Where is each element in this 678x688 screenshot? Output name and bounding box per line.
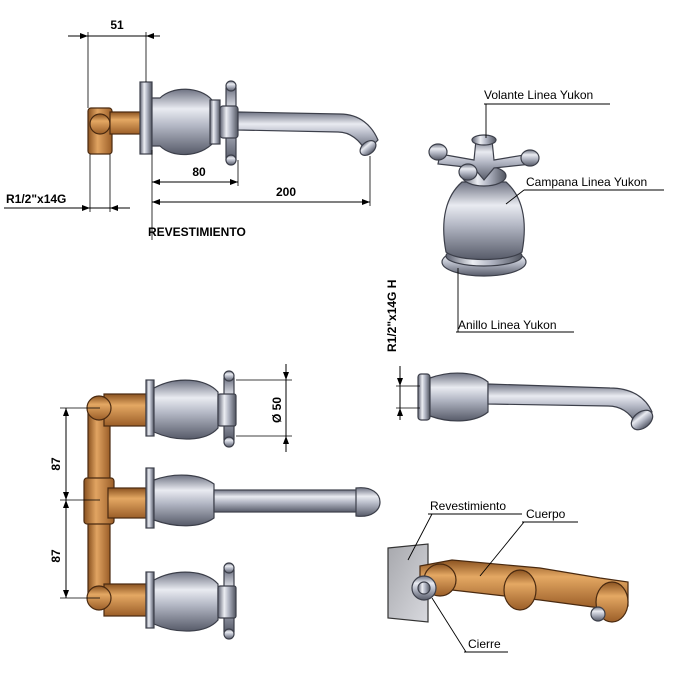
dim-arrow — [230, 179, 238, 185]
volante-label: Volante Linea Yukon — [484, 88, 593, 102]
faucet-bulb-side — [151, 88, 215, 156]
thread-label-vertical: R1/2"x14G H — [385, 280, 399, 352]
collar-side — [209, 99, 221, 145]
handle-detail: Volante Linea Yukon Campana Linea Yukon … — [428, 88, 664, 333]
dim-arrow — [80, 33, 88, 39]
dim-50-label: Ø 50 — [270, 397, 284, 423]
dim-arrow — [397, 408, 403, 416]
handle-knob-front — [458, 163, 478, 181]
leader-campana — [505, 189, 525, 205]
dim-arrow — [63, 492, 69, 500]
handle-knob-top — [225, 80, 237, 92]
copper-fitting-side — [89, 113, 111, 135]
valve-flange-bottom — [145, 571, 155, 629]
valve-hub-top — [217, 393, 237, 427]
valve-knob-top-b — [223, 436, 235, 448]
campana-label: Campana Linea Yukon — [526, 175, 647, 189]
handle-arms — [437, 139, 533, 181]
cierre-cartridge-right — [590, 606, 606, 622]
cierre-label: Cierre — [468, 637, 501, 651]
cuerpo-port-middle — [503, 569, 537, 611]
dim-87-bottom-label: 87 — [49, 549, 63, 563]
dim-arrow — [110, 205, 118, 211]
dim-87-top-label: 87 — [49, 457, 63, 471]
dim-arrow — [63, 408, 69, 416]
dim-arrow — [362, 199, 370, 205]
anillo-label: Anillo Linea Yukon — [458, 318, 557, 332]
handle-knob-left — [428, 143, 448, 161]
cuerpo-label: Cuerpo — [526, 507, 566, 521]
dim-arrow — [63, 590, 69, 598]
valve-knob-top-a — [223, 370, 235, 382]
spout-bulb-front — [153, 474, 215, 527]
spout-flange — [417, 373, 431, 421]
spout-tip-side — [359, 140, 377, 156]
dim-arrow — [146, 33, 154, 39]
bell-part — [443, 181, 525, 261]
revestimiento-top-label: REVESTIMIENTO — [148, 225, 246, 239]
valve-hub-bottom — [217, 585, 237, 619]
handle-knob-bottom — [225, 154, 237, 166]
handle-hub-side — [219, 105, 239, 139]
spout-tip — [630, 409, 654, 431]
leader-cierre — [431, 597, 467, 653]
dim-arrow — [152, 179, 160, 185]
copper-branch-mid — [107, 487, 147, 519]
assembly-view: Revestimiento Cuerpo Cierre — [387, 499, 629, 653]
dim-arrow — [283, 372, 289, 380]
spout-pipe-front — [213, 489, 365, 513]
leader-revestimiento — [407, 513, 433, 561]
dim-51-label: 51 — [110, 18, 124, 32]
valve-flange-top — [145, 379, 155, 437]
valve-knob-bottom-b — [223, 628, 235, 640]
spout-flange-front — [145, 467, 155, 529]
spout-side — [237, 111, 379, 154]
handle-knob-right — [520, 149, 540, 167]
dim-arrow — [283, 436, 289, 444]
dim-200-label: 200 — [276, 185, 296, 199]
dim-arrow — [63, 500, 69, 508]
front-view: 87 87 Ø 50 — [49, 364, 381, 640]
thread-label-side: R1/2"x14G — [6, 192, 66, 206]
spout-detail: R1/2"x14G H — [385, 280, 654, 431]
spout-pipe — [487, 383, 653, 425]
cover-plate-side — [139, 81, 153, 155]
valve-bulb-top — [153, 379, 219, 440]
dim-arrow — [82, 205, 90, 211]
valve-bulb-bottom — [153, 571, 219, 632]
handle-cap — [471, 134, 497, 146]
dim-arrow — [152, 199, 160, 205]
dim-80-label: 80 — [192, 165, 206, 179]
leader-cuerpo — [479, 521, 525, 577]
valve-knob-bottom-a — [223, 562, 235, 574]
spout-end-front — [355, 487, 381, 517]
side-view: 51 80 200 R1/2"x14G REVESTIMIENTO — [4, 18, 379, 240]
spout-collar — [429, 372, 489, 422]
revestimiento-label: Revestimiento — [430, 499, 506, 513]
cierre-cap — [417, 581, 431, 595]
revestimiento-plate — [387, 543, 429, 623]
copper-stub-side — [109, 111, 143, 135]
dim-arrow — [397, 378, 403, 386]
